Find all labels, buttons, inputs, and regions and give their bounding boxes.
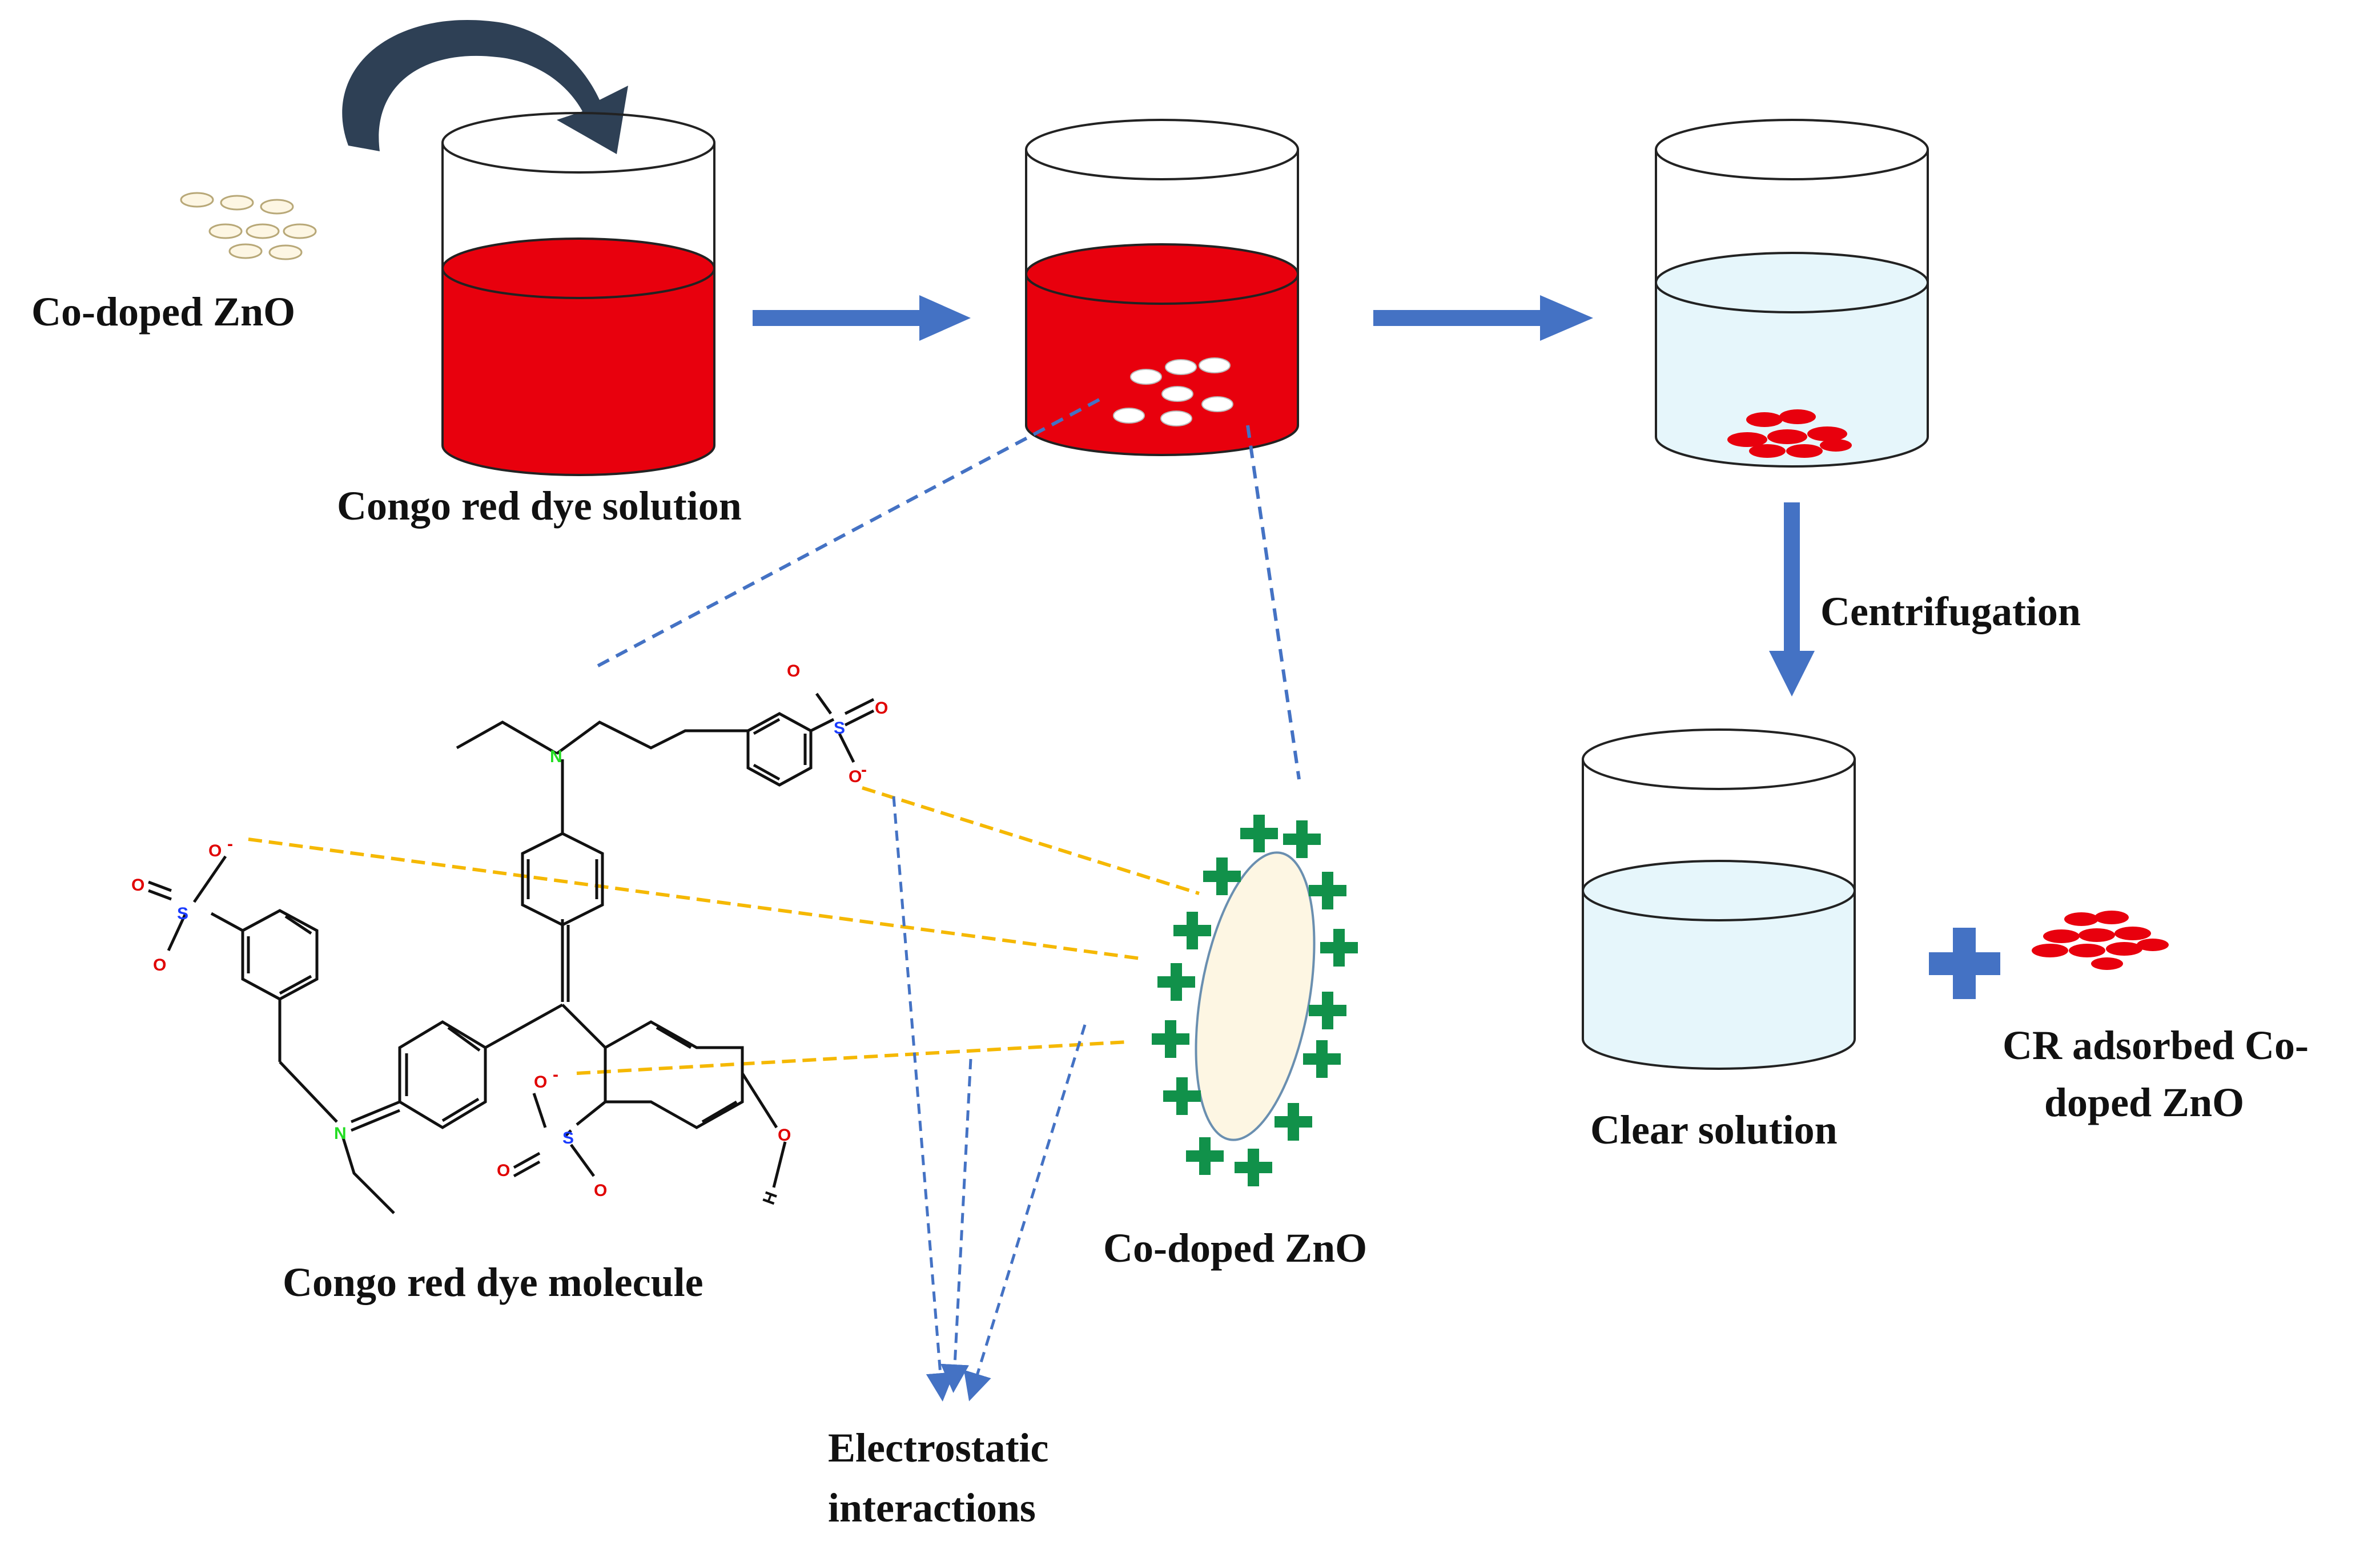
beaker-icon	[441, 112, 715, 476]
atom-oxygen: O	[594, 1181, 607, 1200]
plus-icon	[1929, 928, 2000, 999]
settled-particles-icon	[1727, 409, 1852, 458]
plus-charge-icon	[1309, 872, 1346, 909]
plus-charge-icon	[1303, 1040, 1341, 1078]
plus-charge-icon	[1186, 1137, 1224, 1175]
clear-solution-label: Clear solution	[1590, 1107, 1838, 1153]
dye-molecule-structure	[148, 693, 875, 1214]
atom-hydrogen: H	[759, 1189, 781, 1207]
codoped-top-label: Co-doped ZnO	[31, 289, 295, 335]
cr-adsorbed-label-line2: doped ZnO	[2044, 1080, 2244, 1125]
atom-negative: -	[553, 1065, 558, 1084]
atom-oxygen: O	[153, 956, 166, 975]
particle-icon	[268, 244, 303, 260]
plus-charge-icon	[1275, 1103, 1312, 1141]
cr-adsorbed-label-line1: CR adsorbed Co-	[2003, 1022, 2309, 1068]
atom-nitrogen: N	[334, 1124, 347, 1143]
atom-oxygen: O	[778, 1126, 791, 1145]
atom-oxygen: O	[875, 699, 888, 718]
plus-charge-icon	[1320, 929, 1358, 967]
adsorbed-particles-icon	[2032, 911, 2169, 970]
atom-oxygen: O	[787, 662, 800, 681]
beaker-icon	[1655, 119, 1929, 468]
atom-sulfur: S	[177, 904, 188, 923]
plus-charge-icon	[1173, 912, 1211, 949]
arrow-right-icon	[1373, 295, 1593, 341]
congo-solution-label: Congo red dye solution	[337, 483, 742, 529]
curved-arrow-icon	[342, 20, 628, 154]
particle-icon	[220, 195, 254, 211]
particle-cluster-icon	[180, 192, 317, 260]
plus-charge-icon	[1163, 1077, 1201, 1115]
plus-charge-icon	[1240, 815, 1278, 852]
atom-oxygen: O	[497, 1161, 510, 1180]
atom-oxygen: O	[534, 1073, 547, 1092]
plus-charge-icon	[1309, 992, 1346, 1029]
plus-charge-icon	[1203, 857, 1241, 895]
atom-oxygen: O	[131, 876, 144, 895]
plus-charge-icon	[1283, 820, 1321, 858]
positive-charge-icons	[1152, 815, 1358, 1186]
beaker-icon	[1025, 119, 1299, 456]
particle-icon	[180, 192, 214, 208]
atom-sulfur: S	[834, 719, 845, 738]
particle-icon	[228, 243, 263, 259]
plus-charge-icon	[1157, 963, 1195, 1001]
centrifugation-label: Centrifugation	[1820, 589, 2081, 634]
atom-sulfur: S	[562, 1129, 574, 1148]
plus-charge-icon	[1235, 1149, 1272, 1186]
particle-icon	[283, 223, 317, 239]
interaction-lines	[248, 786, 1200, 1075]
zoom-lines	[593, 398, 1301, 780]
atom-labels: O S O O - N O - S O O N O - S O O O H	[131, 662, 888, 1207]
particle-icon	[260, 199, 294, 215]
codoped-particle-label: Co-doped ZnO	[1103, 1225, 1367, 1271]
arrow-right-icon	[753, 295, 971, 341]
electrostatic-label-line1: Electrostatic	[828, 1425, 1049, 1471]
atom-nitrogen: N	[550, 747, 562, 766]
atom-negative: -	[227, 835, 233, 853]
atom-oxygen: O	[849, 767, 862, 786]
plus-charge-icon	[1152, 1020, 1189, 1058]
particle-icon	[1195, 851, 1316, 1141]
dispersed-particles-icon	[1113, 357, 1233, 426]
atom-negative: -	[861, 760, 867, 779]
electrostatic-label-line2: interactions	[828, 1485, 1036, 1531]
dye-molecule-label: Congo red dye molecule	[283, 1259, 703, 1305]
beaker-icon	[1582, 728, 1856, 1070]
particle-icon	[208, 223, 243, 239]
electrostatic-arrows	[892, 796, 1087, 1402]
atom-oxygen: O	[208, 842, 222, 860]
particle-icon	[246, 223, 280, 239]
arrow-down-icon	[1769, 502, 1815, 697]
